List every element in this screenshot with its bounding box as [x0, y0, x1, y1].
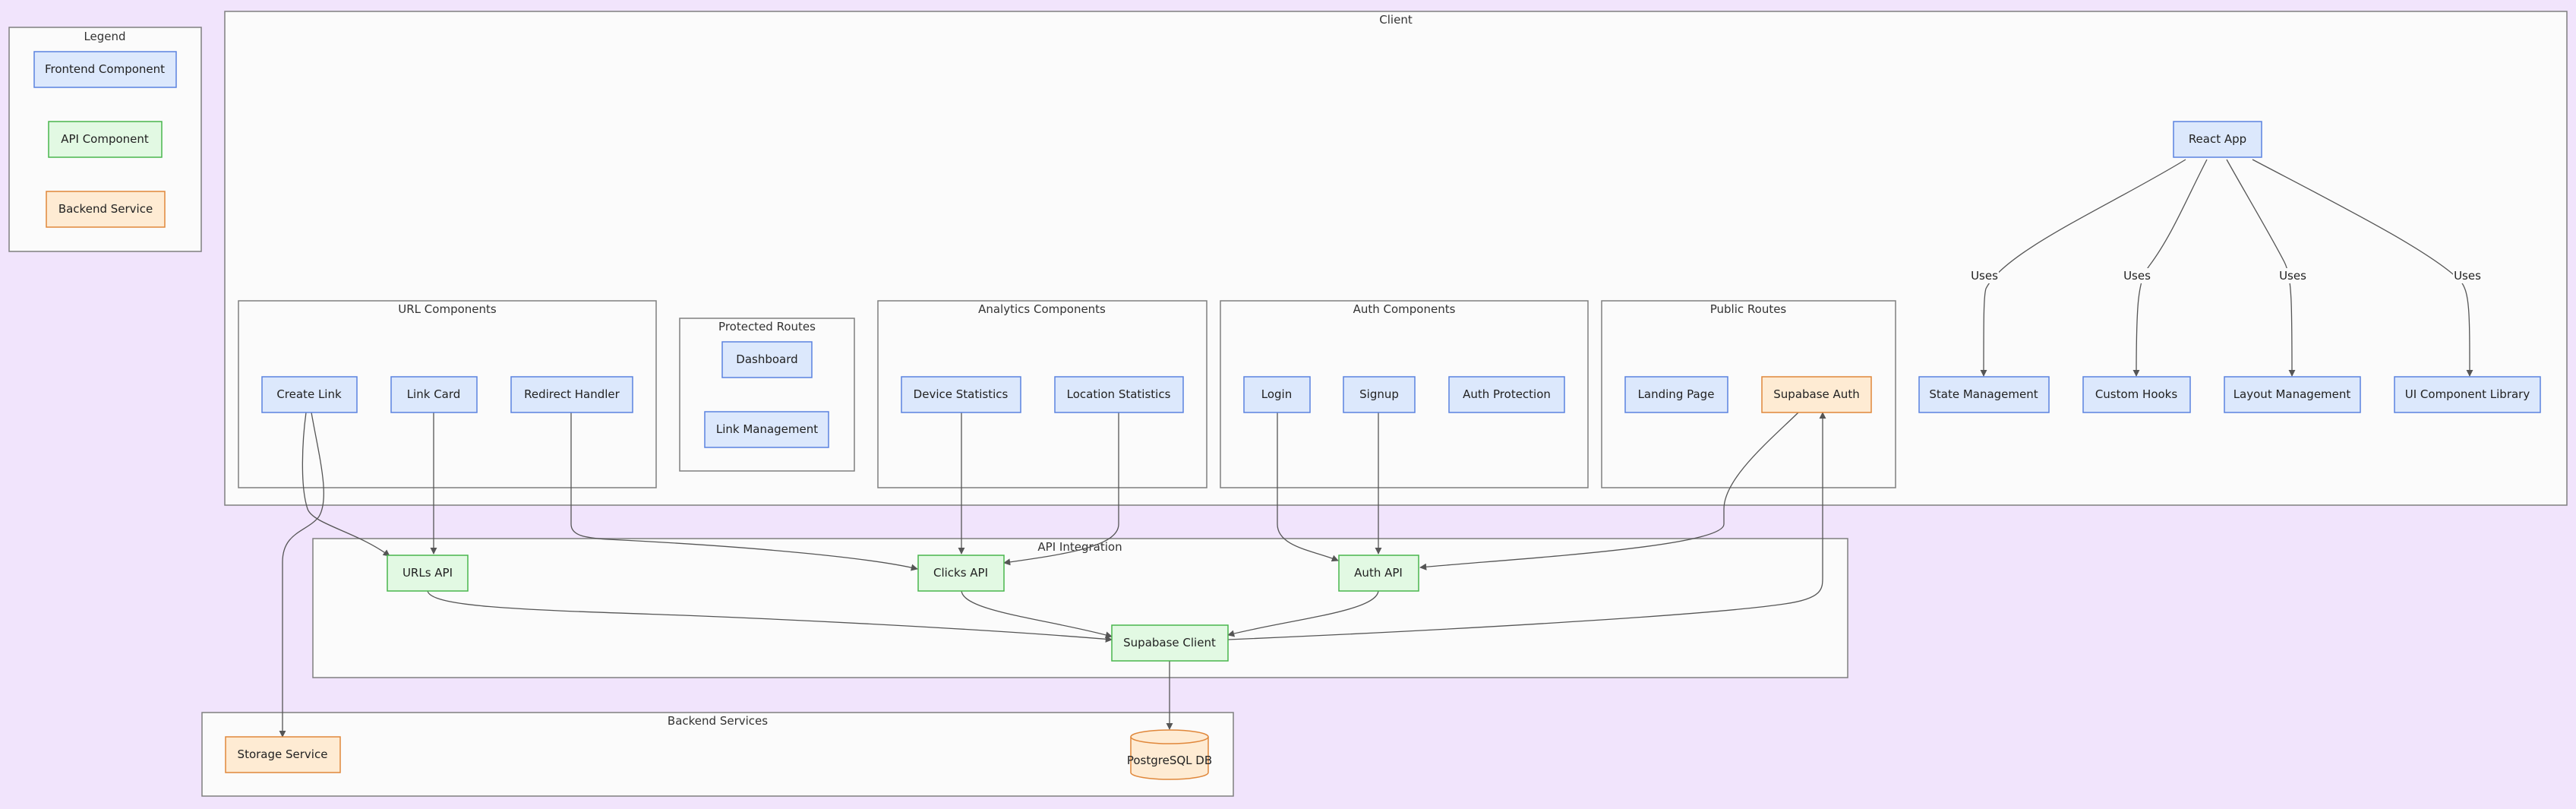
svg-text:Uses: Uses [2123, 269, 2151, 283]
svg-text:API Component: API Component [61, 132, 149, 146]
edge-react-hooks [2132, 159, 2208, 377]
auth-components-title: Auth Components [1353, 302, 1456, 316]
auth-api-node[interactable]: Auth API [1338, 555, 1419, 592]
svg-text:Redirect Handler: Redirect Handler [524, 387, 620, 401]
dashboard-node[interactable]: Dashboard [721, 341, 813, 378]
svg-text:Custom Hooks: Custom Hooks [2095, 387, 2178, 401]
edge-client-supabaseauth [1227, 412, 1826, 640]
login-node[interactable]: Login [1243, 376, 1311, 413]
public-routes-title: Public Routes [1710, 302, 1787, 316]
api-integration-cluster: API Integration [312, 538, 1848, 678]
svg-text:Dashboard: Dashboard [736, 352, 797, 366]
svg-text:Supabase Client: Supabase Client [1123, 636, 1216, 649]
edge-location-clicksapi [1003, 412, 1119, 566]
client-title: Client [1379, 13, 1413, 27]
uses-label-2: Uses [2123, 268, 2151, 283]
svg-text:Login: Login [1261, 387, 1292, 401]
legend-backend-node[interactable]: Backend Service [46, 191, 166, 228]
signup-node[interactable]: Signup [1343, 376, 1416, 413]
legend-frontend-node[interactable]: Frontend Component [33, 51, 177, 88]
edge-createlink-urlsapi [301, 412, 390, 557]
postgresql-db-node[interactable]: PostgreSQL DB [1127, 729, 1212, 780]
redirect-handler-node[interactable]: Redirect Handler [510, 376, 633, 413]
svg-text:PostgreSQL DB: PostgreSQL DB [1127, 754, 1212, 767]
svg-text:Backend Service: Backend Service [58, 202, 153, 216]
svg-text:Device Statistics: Device Statistics [914, 387, 1009, 401]
backend-services-title: Backend Services [668, 714, 768, 728]
custom-hooks-node[interactable]: Custom Hooks [2082, 376, 2191, 413]
edge-clicksapi-client [961, 589, 1113, 639]
svg-text:Layout Management: Layout Management [2233, 387, 2351, 401]
create-link-node[interactable]: Create Link [261, 376, 358, 413]
edge-urlsapi-client [427, 589, 1113, 643]
edge-redirect-clicksapi [570, 412, 918, 571]
svg-text:Auth API: Auth API [1354, 566, 1403, 580]
svg-text:Link Card: Link Card [407, 387, 461, 401]
analytics-components-title: Analytics Components [978, 302, 1106, 316]
svg-text:Storage Service: Storage Service [238, 747, 328, 761]
clicks-api-node[interactable]: Clicks API [917, 555, 1005, 592]
svg-text:Supabase Auth: Supabase Auth [1773, 387, 1859, 401]
legend-title: Legend [84, 30, 125, 43]
svg-text:Frontend Component: Frontend Component [45, 62, 165, 76]
svg-text:Uses: Uses [2454, 269, 2481, 283]
api-integration-title: API Integration [1037, 540, 1122, 554]
edge-login-authapi [1277, 412, 1339, 562]
protected-routes-title: Protected Routes [718, 320, 816, 333]
supabase-auth-node[interactable]: Supabase Auth [1761, 376, 1872, 413]
svg-text:Signup: Signup [1359, 387, 1399, 401]
svg-text:Clicks API: Clicks API [933, 566, 988, 580]
edge-labels: Uses Uses Uses Uses [1970, 268, 2482, 283]
state-management-node[interactable]: State Management [1918, 376, 2050, 413]
backend-services-cluster: Backend Services [201, 712, 1234, 797]
edge-react-ui [2252, 159, 2473, 377]
svg-text:Uses: Uses [2279, 269, 2306, 283]
edge-supabaseauth-authapi [1419, 412, 1799, 570]
svg-text:UI Component Library: UI Component Library [2405, 387, 2530, 401]
legend-api-node[interactable]: API Component [48, 121, 163, 158]
react-app-node[interactable]: React App [2173, 121, 2262, 158]
location-statistics-node[interactable]: Location Statistics [1054, 376, 1184, 413]
uses-label-3: Uses [2278, 268, 2307, 283]
urls-api-node[interactable]: URLs API [387, 555, 469, 592]
protected-routes-cluster: Protected Routes [679, 318, 855, 472]
svg-text:Create Link: Create Link [276, 387, 342, 401]
link-management-node[interactable]: Link Management [704, 411, 829, 448]
svg-text:Auth Protection: Auth Protection [1463, 387, 1551, 401]
ui-component-library-node[interactable]: UI Component Library [2394, 376, 2541, 413]
edge-authapi-client [1227, 589, 1379, 637]
svg-text:Location Statistics: Location Statistics [1067, 387, 1171, 401]
svg-text:React App: React App [2189, 132, 2246, 146]
layout-management-node[interactable]: Layout Management [2224, 376, 2361, 413]
uses-label-1: Uses [1970, 268, 1999, 283]
svg-text:URLs API: URLs API [402, 566, 453, 580]
storage-service-node[interactable]: Storage Service [225, 736, 341, 773]
device-statistics-node[interactable]: Device Statistics [901, 376, 1021, 413]
edge-react-layout [2226, 159, 2296, 377]
url-components-title: URL Components [398, 302, 497, 316]
edge-createlink-storage [279, 412, 324, 738]
svg-text:Link Management: Link Management [716, 422, 818, 436]
landing-page-node[interactable]: Landing Page [1624, 376, 1728, 413]
supabase-client-node[interactable]: Supabase Client [1111, 624, 1229, 662]
svg-text:Uses: Uses [1971, 269, 1998, 283]
svg-text:Landing Page: Landing Page [1638, 387, 1715, 401]
uses-label-4: Uses [2453, 268, 2482, 283]
svg-text:State Management: State Management [1929, 387, 2038, 401]
auth-protection-node[interactable]: Auth Protection [1448, 376, 1565, 413]
link-card-node[interactable]: Link Card [390, 376, 478, 413]
